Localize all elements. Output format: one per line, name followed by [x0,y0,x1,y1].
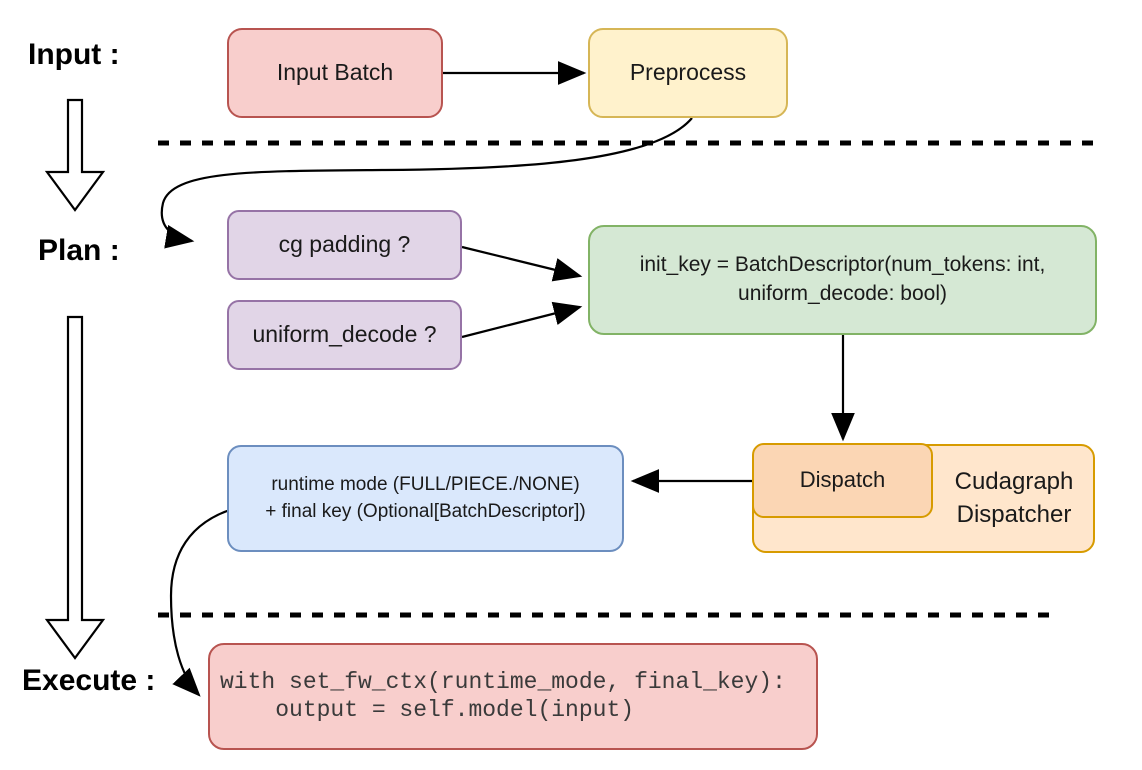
node-cudagraph-dispatcher-label: Cudagraph Dispatcher [933,444,1095,553]
phase-down-arrow-input-to-plan-icon [44,98,106,212]
node-cg-padding-label: cg padding ? [278,231,411,258]
node-input-batch: Input Batch [227,28,443,118]
node-preprocess: Preprocess [588,28,788,118]
node-execute-code: with set_fw_ctx(runtime_mode, final_key)… [208,643,818,750]
node-input-batch-label: Input Batch [276,59,394,86]
node-dispatch-label: Dispatch [799,467,886,493]
node-preprocess-label: Preprocess [629,59,747,86]
section-label-plan: Plan : [38,234,120,267]
node-runtime-result-line2: + final key (Optional[BatchDescriptor]) [265,500,586,522]
node-init-key-line1: init_key = BatchDescriptor(num_tokens: i… [639,253,1046,277]
execute-code-line1: with set_fw_ctx(runtime_mode, final_key)… [220,669,786,696]
section-label-execute: Execute : [22,664,156,697]
arrow-preprocess-to-cg-padding [160,117,693,249]
node-runtime-result: runtime mode (FULL/PIECE./NONE) + final … [227,445,624,552]
node-uniform-decode: uniform_decode ? [227,300,462,370]
arrow-uniform-decode-to-init-key [461,301,583,339]
node-init-key: init_key = BatchDescriptor(num_tokens: i… [588,225,1097,335]
node-runtime-result-line1: runtime mode (FULL/PIECE./NONE) [271,474,580,496]
node-dispatch: Dispatch [752,443,933,518]
node-init-key-line2: uniform_decode: bool) [738,282,947,305]
arrow-runtime-result-to-execute-code [169,506,237,697]
execute-code-line2: output = self.model(input) [220,696,635,723]
node-cg-padding: cg padding ? [227,210,462,280]
cudagraph-label-line1: Cudagraph [954,468,1074,496]
node-uniform-decode-label: uniform_decode ? [252,321,437,348]
section-label-input: Input : [28,38,120,71]
cudagraph-label-line2: Dispatcher [956,500,1072,528]
arrow-cg-padding-to-init-key [461,245,583,282]
phase-down-arrow-plan-to-execute-icon [44,315,106,660]
